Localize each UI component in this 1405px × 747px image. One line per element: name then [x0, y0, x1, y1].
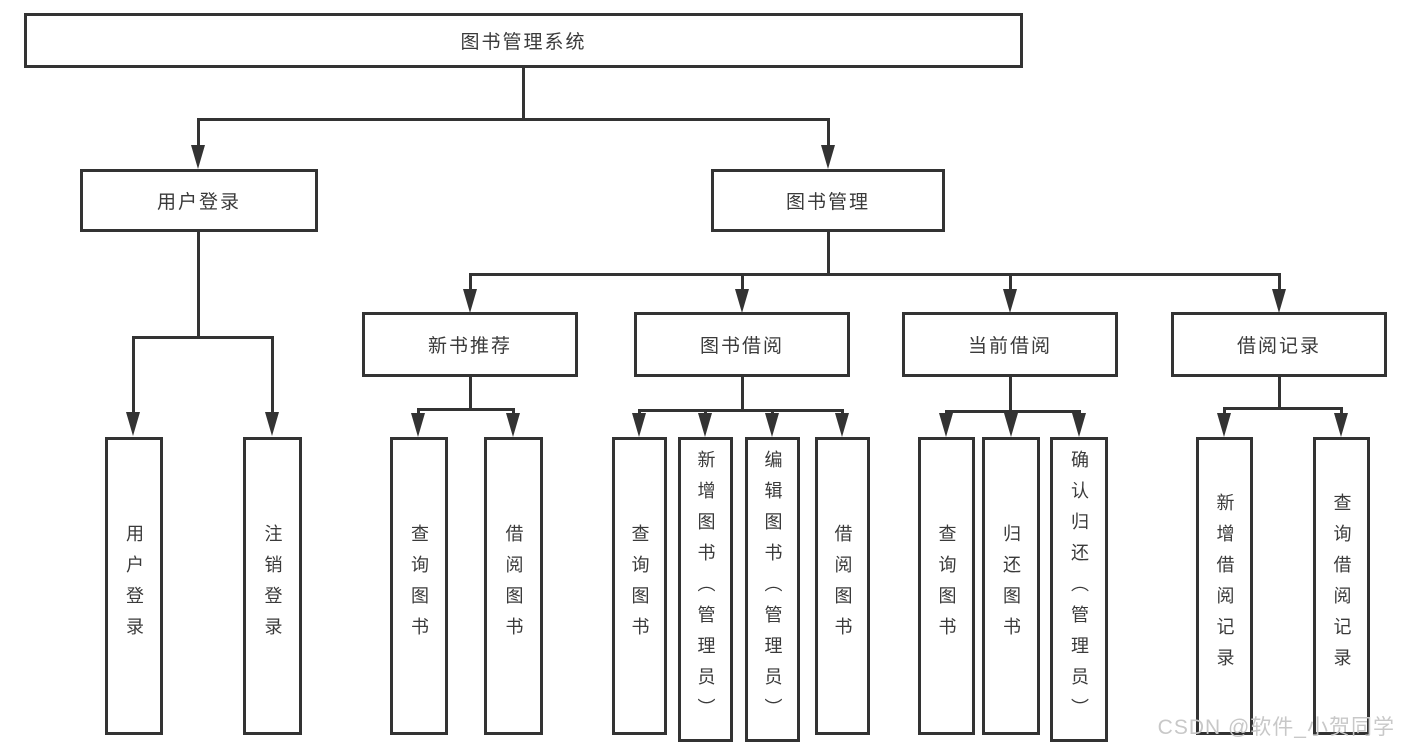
arrow-into-leaf-login — [126, 412, 140, 436]
leaf-borrow-books-recommend: 借阅图书 — [484, 437, 543, 735]
leaf-add-borrow-record: 新增借阅记录 — [1196, 437, 1253, 735]
leaf-add-book-admin-label: 新增图书（管理员） — [695, 450, 716, 729]
node-root-label: 图书管理系统 — [460, 32, 587, 53]
node-book-management-label: 图书管理 — [785, 192, 870, 213]
edge-to-leaf-query1-stem — [417, 408, 420, 416]
leaf-edit-book-admin-label: 编辑图书（管理员） — [762, 450, 783, 729]
arrow-into-user-login — [191, 145, 205, 169]
arrow-into-records — [1272, 289, 1286, 313]
edge-to-leaf-borrow1-stem — [512, 408, 515, 416]
node-new-book-recommend: 新书推荐 — [362, 312, 578, 377]
node-user-login: 用户登录 — [80, 169, 318, 232]
arrow-into-leaf-query1 — [411, 413, 425, 437]
edge-to-leaf-borrow2-stem — [841, 409, 844, 416]
node-current-borrow-label: 当前借阅 — [967, 336, 1052, 357]
leaf-borrow-books: 借阅图书 — [815, 437, 870, 735]
edge-to-current-stem — [1009, 273, 1012, 291]
node-book-management: 图书管理 — [711, 169, 945, 232]
edge-to-leaf-add-book-stem — [704, 409, 707, 416]
edge-to-leaf-query2-stem — [638, 409, 641, 416]
leaf-query-borrow-record-label: 查询借阅记录 — [1331, 493, 1352, 679]
edge-user-login-stem — [197, 232, 200, 338]
arrow-into-leaf-logout — [265, 412, 279, 436]
leaf-add-book-admin: 新增图书（管理员） — [678, 437, 733, 742]
node-new-book-recommend-label: 新书推荐 — [427, 336, 512, 357]
leaf-add-borrow-record-label: 新增借阅记录 — [1214, 493, 1235, 679]
edge-to-leaf-query-record-stem — [1340, 407, 1343, 415]
edge-root-branch — [197, 118, 830, 121]
leaf-query-books-current-label: 查询图书 — [936, 524, 957, 648]
leaf-query-books-recommend-label: 查询图书 — [409, 524, 429, 648]
arrow-into-recommend — [463, 289, 477, 313]
edge-records-branch — [1223, 407, 1343, 410]
edge-to-leaf-logout-stem — [271, 336, 274, 412]
arrow-into-borrow — [735, 289, 749, 313]
leaf-user-login-label: 用户登录 — [124, 524, 144, 648]
edge-current-branch — [945, 410, 1081, 413]
arrow-into-leaf-query2 — [632, 413, 646, 437]
node-borrow-records-label: 借阅记录 — [1236, 336, 1321, 357]
edge-root-stem — [522, 68, 525, 118]
edge-to-user-login-stem — [197, 118, 200, 148]
leaf-query-books-borrow-label: 查询图书 — [629, 524, 650, 648]
edge-to-leaf-login-stem — [132, 336, 135, 412]
edge-to-records-stem — [1278, 273, 1281, 291]
edge-to-leaf-edit-book-stem — [771, 409, 774, 416]
node-current-borrow: 当前借阅 — [902, 312, 1118, 377]
node-root-library-system: 图书管理系统 — [24, 13, 1023, 68]
leaf-return-books: 归还图书 — [982, 437, 1040, 735]
leaf-logout-label: 注销登录 — [262, 524, 283, 648]
edge-to-leaf-add-record-stem — [1223, 407, 1226, 415]
edge-to-borrow-stem — [741, 273, 744, 291]
leaf-borrow-books-label: 借阅图书 — [832, 524, 853, 648]
arrow-into-leaf-confirm-return — [1072, 413, 1086, 437]
leaf-logout: 注销登录 — [243, 437, 302, 735]
node-borrow-records: 借阅记录 — [1171, 312, 1387, 377]
arrow-into-leaf-query3 — [939, 413, 953, 437]
edge-to-recommend-stem — [469, 273, 472, 291]
arrow-into-leaf-edit-book — [765, 413, 779, 437]
edge-records-stem — [1278, 377, 1281, 409]
leaf-query-borrow-record: 查询借阅记录 — [1313, 437, 1370, 735]
leaf-query-books-recommend: 查询图书 — [390, 437, 448, 735]
edge-recommend-branch — [418, 408, 515, 411]
edge-borrow-stem — [741, 377, 744, 411]
edge-book-management-branch — [469, 273, 1281, 276]
arrow-into-current — [1003, 289, 1017, 313]
arrow-into-leaf-borrow1 — [506, 413, 520, 437]
node-book-borrow-label: 图书借阅 — [699, 336, 784, 357]
edge-recommend-stem — [469, 377, 472, 410]
leaf-user-login: 用户登录 — [105, 437, 163, 735]
edge-user-login-branch — [133, 336, 274, 339]
arrow-into-book-management — [821, 145, 835, 169]
edge-current-stem — [1009, 377, 1012, 412]
arrow-into-leaf-add-record — [1217, 413, 1231, 437]
csdn-watermark: CSDN @软件_小贺同学 — [1157, 716, 1395, 739]
arrow-into-leaf-borrow2 — [835, 413, 849, 437]
leaf-borrow-books-recommend-label: 借阅图书 — [503, 524, 524, 648]
leaf-return-books-label: 归还图书 — [1001, 524, 1021, 648]
leaf-confirm-return-admin-label: 确认归还（管理员） — [1069, 450, 1089, 729]
arrow-into-leaf-return — [1004, 413, 1018, 437]
leaf-query-books-borrow: 查询图书 — [612, 437, 667, 735]
arrow-into-leaf-query-record — [1334, 413, 1348, 437]
edge-borrow-branch — [638, 409, 844, 412]
leaf-confirm-return-admin: 确认归还（管理员） — [1050, 437, 1108, 742]
node-book-borrow: 图书借阅 — [634, 312, 850, 377]
arrow-into-leaf-add-book — [698, 413, 712, 437]
leaf-edit-book-admin: 编辑图书（管理员） — [745, 437, 800, 742]
leaf-query-books-current: 查询图书 — [918, 437, 975, 735]
edge-book-management-stem — [827, 232, 830, 275]
node-user-login-label: 用户登录 — [156, 192, 241, 213]
edge-to-book-management-stem — [827, 118, 830, 148]
